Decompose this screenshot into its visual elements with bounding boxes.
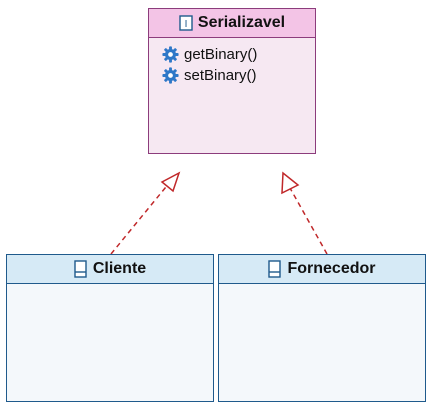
method-name: getBinary() (184, 46, 258, 63)
realization-link-cliente (110, 171, 181, 255)
class-icon (268, 260, 282, 278)
class-name: Fornecedor (287, 260, 376, 277)
interface-serializavel[interactable]: I Serializavel getBinary() (148, 8, 316, 154)
class-icon (74, 260, 87, 278)
realization-link-fornecedor (281, 171, 328, 255)
gear-icon (162, 46, 179, 63)
class-name: Cliente (92, 260, 147, 277)
class-cliente[interactable]: Cliente (6, 254, 214, 402)
method-name: setBinary() (184, 67, 257, 84)
realization-arrowhead (281, 171, 300, 195)
interface-header: I Serializavel (149, 9, 315, 38)
realization-arrowhead (160, 171, 181, 193)
method-item[interactable]: getBinary() (162, 44, 315, 65)
class-fornecedor[interactable]: Fornecedor (218, 254, 426, 402)
svg-text:I: I (185, 19, 188, 30)
class-header: Cliente (7, 255, 213, 284)
interface-icon: I (179, 15, 193, 31)
method-item[interactable]: setBinary() (162, 65, 315, 86)
class-header: Fornecedor (219, 255, 425, 284)
gear-icon (162, 67, 179, 84)
method-list: getBinary() setBinary() (149, 38, 315, 86)
interface-name: Serializavel (197, 14, 286, 31)
